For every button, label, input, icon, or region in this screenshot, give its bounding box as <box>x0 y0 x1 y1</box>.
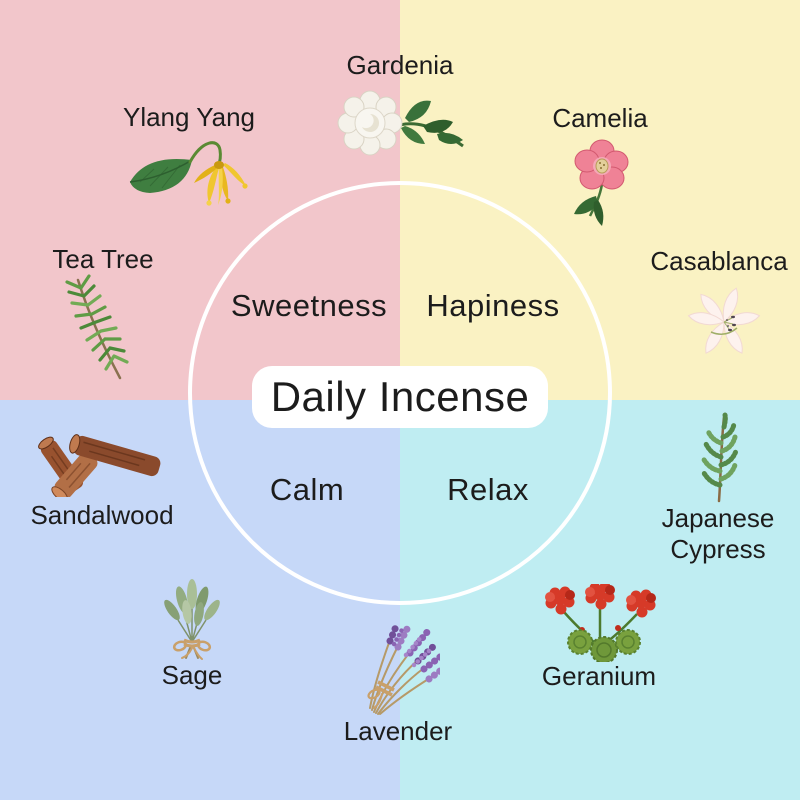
gardenia-illustration <box>337 90 464 156</box>
item-label-tea-tree: Tea Tree <box>52 244 154 274</box>
geranium-illustration <box>545 584 656 662</box>
sage-illustration <box>164 579 220 660</box>
item-label-japanese-cypress: Japanese Cypress <box>661 503 775 564</box>
item-label-casablanca: Casablanca <box>650 246 788 276</box>
sandalwood-illustration <box>38 434 161 497</box>
item-label-ylang-yang: Ylang Yang <box>122 102 256 132</box>
japanese-cypress-illustration <box>700 412 739 503</box>
item-label-camelia: Camelia <box>552 103 648 133</box>
camelia-illustration <box>574 139 629 226</box>
casablanca-illustration <box>687 287 761 354</box>
quadrant-label-calm: Calm <box>269 472 345 507</box>
quadrant-label-hapiness: Hapiness <box>426 288 560 323</box>
item-label-sage: Sage <box>161 660 223 690</box>
lavender-illustration <box>367 622 440 715</box>
quadrant-label-sweetness: Sweetness <box>230 288 388 323</box>
tea-tree-illustration <box>65 274 129 380</box>
page-title: Daily Incense <box>270 373 530 420</box>
item-label-geranium: Geranium <box>541 661 657 691</box>
quadrant-label-relax: Relax <box>447 472 529 507</box>
item-label-lavender: Lavender <box>343 716 453 746</box>
item-label-sandalwood: Sandalwood <box>30 500 174 530</box>
item-label-gardenia: Gardenia <box>346 50 454 80</box>
title-box: Daily Incense <box>252 366 548 428</box>
ylang-yang-illustration <box>129 141 248 206</box>
